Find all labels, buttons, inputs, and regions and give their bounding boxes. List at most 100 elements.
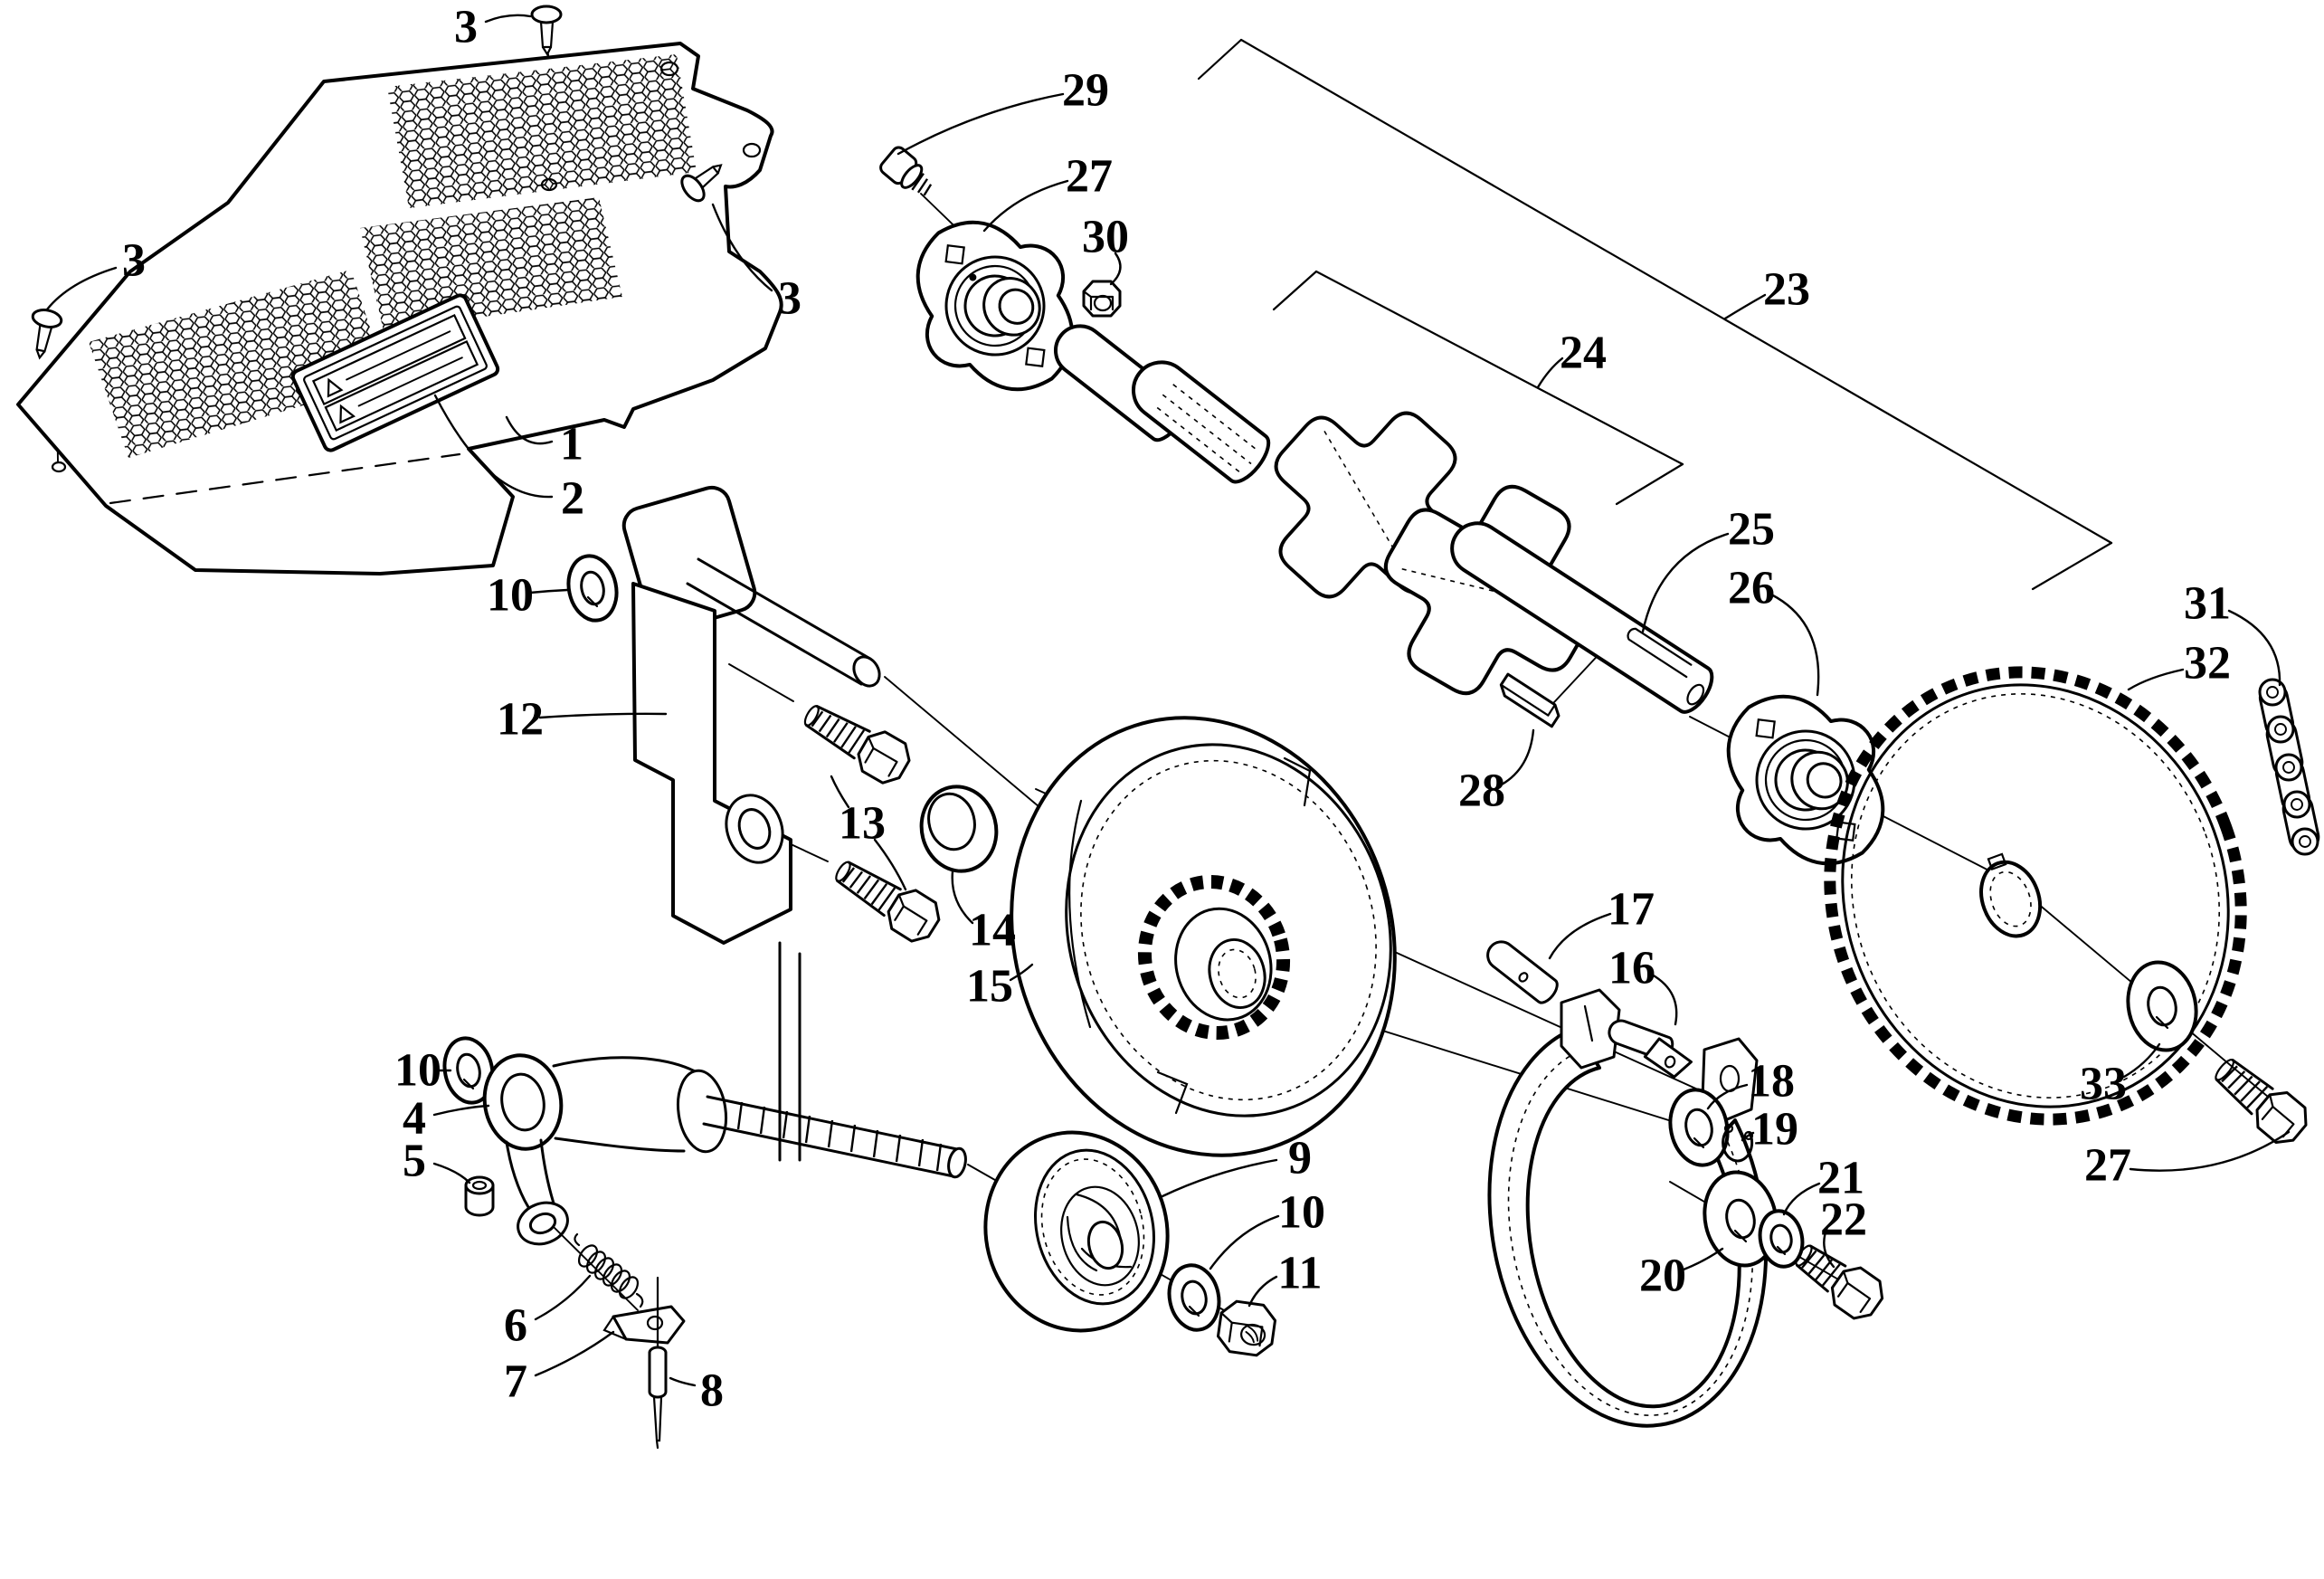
perforation-band-lower [89,270,387,458]
leader-line-29 [896,92,1065,156]
gear-cluster [1274,411,1595,696]
dimension-line-24 [1314,270,1684,466]
leader-line-16 [1650,973,1678,1026]
leader-line-26 [1769,593,1820,697]
washer-10-upper [566,554,619,623]
callout-23: 23 [1763,264,1810,316]
washer-10-lever [442,1036,495,1105]
leader-line-23 [1723,293,1767,320]
dimension-tick-23 [2031,541,2113,591]
washer-10-roller [1167,1263,1221,1332]
leader-line-5 [432,1162,471,1184]
leader-line-3 [711,203,773,292]
leader-line-9 [1161,1158,1278,1198]
leader-line-30 [1109,252,1122,286]
leader-line-27 [2129,1130,2291,1172]
cap-nut-5 [464,1175,495,1217]
callout-29: 29 [1062,65,1109,117]
callout-3: 3 [454,2,478,53]
callout-13: 13 [839,798,886,850]
callout-32: 32 [2184,638,2231,690]
dimension-tick-24 [1615,462,1684,506]
callout-30: 30 [1082,212,1129,263]
callout-2: 2 [561,473,584,525]
leader-line-20 [1682,1247,1724,1271]
callout-3: 3 [778,273,802,325]
drum-slot [1283,756,1312,807]
callout-20: 20 [1639,1251,1686,1302]
screw-3-right [680,164,723,203]
tension-lever-4 [482,1053,967,1311]
warning-triangle-icon [327,377,344,398]
leader-line-17 [1548,912,1612,960]
leader-line-27 [982,179,1069,233]
guard-plate [16,42,783,575]
bolt-29 [879,146,933,196]
leader-line-13 [830,775,850,809]
plate-hole [659,61,679,77]
callout-9: 9 [1288,1133,1312,1184]
leader-line-8 [669,1376,697,1387]
leader-line-10 [528,588,569,595]
clevis-clip-16 [1608,1019,1693,1079]
retaining-ring-19 [1722,1123,1754,1163]
dimension-tick-23 [1197,38,1243,81]
screw-3-left [31,309,63,360]
callout-7: 7 [504,1356,527,1408]
callout-6: 6 [504,1300,527,1352]
leader-line-7 [534,1330,615,1377]
clip-7 [602,1305,686,1345]
callout-27: 27 [2084,1140,2131,1192]
callout-22: 22 [1820,1194,1867,1246]
callout-17: 17 [1608,884,1655,936]
leader-line-15 [1009,963,1034,982]
callout-10: 10 [394,1045,441,1097]
callout-19: 19 [1751,1104,1798,1156]
callout-11: 11 [1277,1248,1322,1299]
warning-triangle-icon [339,404,356,424]
pin-17 [1486,940,1559,1004]
leader-line-3 [45,266,118,311]
callout-15: 15 [966,961,1013,1013]
callout-33: 33 [2080,1059,2127,1110]
callout-25: 25 [1728,504,1775,556]
washer-20 [1703,1170,1779,1268]
nut-30 [1082,280,1122,318]
leader-line-22 [1823,1225,1835,1269]
leader-line-12 [538,712,668,719]
bolt-13-lower [835,861,941,943]
callout-28: 28 [1458,766,1505,817]
flange-bearing-27 [915,220,1075,392]
callout-5: 5 [403,1136,426,1187]
bolt-13-upper [803,705,911,785]
leader-line-14 [951,870,974,925]
bolt-22 [1795,1244,1884,1320]
leader-line-28 [1500,728,1535,786]
spring-6 [574,1232,644,1308]
chain-segment-31 [2258,678,2320,856]
washer-33 [2126,960,2198,1052]
callout-16: 16 [1608,943,1655,994]
bushing-14 [919,785,999,873]
output-shaft-25 [1450,521,1714,714]
fold-line [109,452,461,505]
nut-11 [1216,1299,1277,1357]
callout-31: 31 [2184,578,2231,630]
plate-hole [51,461,67,473]
clutch-drum-15 [1010,716,1397,1157]
callout-8: 8 [700,1365,724,1417]
callout-21: 21 [1817,1153,1864,1204]
callout-18: 18 [1748,1056,1795,1108]
key-28 [1499,672,1560,728]
plate-hole [540,177,558,192]
perforation-band-upper [387,54,697,208]
leader-line-33 [2122,1042,2161,1079]
dimension-lines [1197,38,2113,591]
leader-line-32 [2127,668,2185,691]
pivot-pin [686,557,881,688]
leader-line-21 [1782,1182,1821,1216]
leader-line-6 [534,1274,592,1321]
